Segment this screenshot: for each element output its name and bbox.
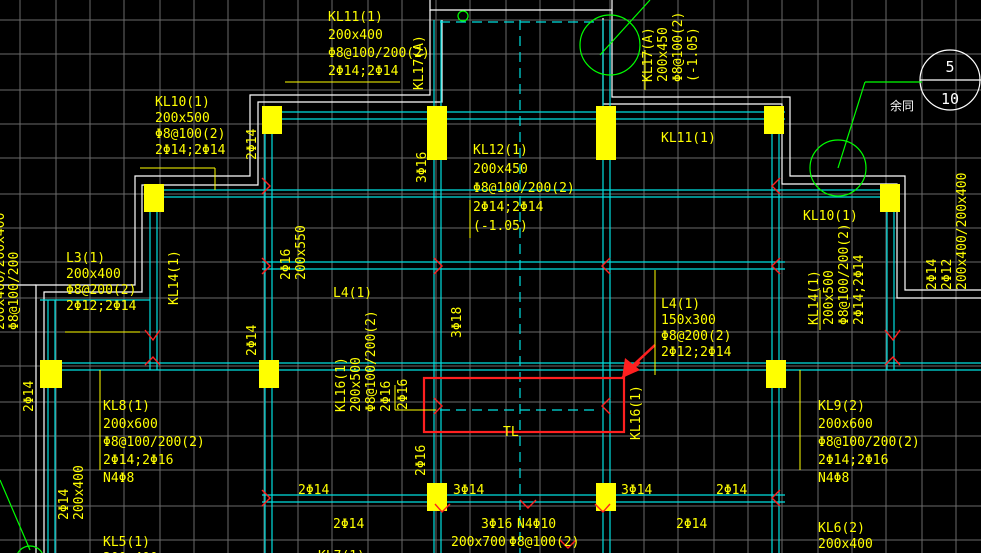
remark-text: 余同 <box>890 98 914 113</box>
vlabel-left-edge-line-0: 200x400/200x400 <box>0 213 8 330</box>
label-b5: 2Φ14 <box>333 517 364 532</box>
label-b1: 2Φ14 <box>298 483 329 498</box>
label-l3-line-3: 2Φ12;2Φ14 <box>66 299 137 314</box>
axis-number-top: 5 <box>945 58 954 76</box>
label-l4-left: L4(1) <box>333 286 372 301</box>
vlabel-t-2f16-550-line-1: 200x550 <box>294 225 309 280</box>
vlabel-kl17a-line-0: KL17(A) <box>412 35 427 90</box>
label-kl12-line-1: 200x450 <box>473 162 528 177</box>
vlabel-kl16-left-line-1: 200x500 <box>349 357 364 412</box>
label-kl11-top-line-3: 2Φ14;2Φ14 <box>328 64 399 79</box>
vlabel-t-2f14-left-line-0: 2Φ14 <box>22 381 37 412</box>
vlabel-t-2f16-a-line-0: 2Φ16 <box>414 445 429 476</box>
vlabel-kl16-left-line-2: Φ8@100/200(2) <box>364 310 379 412</box>
vlabel-kl17-right-line-1: 200x450 <box>656 27 671 82</box>
label-b10: Φ8@100(2) <box>509 535 579 550</box>
axis-circle-b <box>809 139 867 197</box>
label-kl12-line-2: Φ8@100/200(2) <box>473 181 575 196</box>
vlabel-kl17-right-line-3: (-1.05) <box>686 27 701 82</box>
support-marks <box>144 177 901 549</box>
columns <box>40 106 900 511</box>
vlabel-t-3f18-line-0: 3Φ18 <box>450 307 465 338</box>
label-l4-right-line-2: Φ8@200(2) <box>661 329 731 344</box>
label-tl: TL <box>503 425 519 440</box>
label-l3-line-1: 200x400 <box>66 267 121 282</box>
vlabel-right-edge-line-0: 2Φ14 <box>925 259 940 290</box>
highlight-box-tl[interactable] <box>422 376 626 434</box>
vlabel-right-edge-line-1: 2Φ12 <box>940 259 955 290</box>
label-kl8-line-3: 2Φ14;2Φ16 <box>103 453 173 468</box>
label-b7: N4Φ10 <box>517 517 556 532</box>
label-kl8-line-4: N4Φ8 <box>103 471 134 486</box>
label-b3: 3Φ14 <box>621 483 652 498</box>
label-kl9-line-4: N4Φ8 <box>818 471 849 486</box>
label-kl9-line-1: 200x600 <box>818 417 873 432</box>
label-kl12-line-3: 2Φ14;2Φ14 <box>473 200 544 215</box>
label-kl11-top-line-2: Φ8@100/200(2) <box>328 46 430 61</box>
vlabel-t-2f14-a-line-0: 2Φ14 <box>245 129 260 160</box>
label-l4-right-line-0: L4(1) <box>661 297 700 312</box>
label-b8: 2Φ14 <box>676 517 707 532</box>
label-kl5-line-1: 200x400 <box>103 551 158 553</box>
vlabel-kl14-right-line-0: KL14(1) <box>807 270 822 325</box>
label-kl8-line-2: Φ8@100/200(2) <box>103 435 205 450</box>
label-kl10-left-line-2: Φ8@100(2) <box>155 127 225 142</box>
axis-number-bottom: 10 <box>941 90 959 108</box>
vlabel-left-edge-line-1: Φ8@100/200 <box>7 252 22 330</box>
vlabel-kl16-left-line-3: 2Φ16 <box>379 381 394 412</box>
label-kl8-line-0: KL8(1) <box>103 399 150 414</box>
small-marker <box>457 10 469 22</box>
axis-circle-a <box>579 14 641 76</box>
label-kl9-line-0: KL9(2) <box>818 399 865 414</box>
label-kl8-line-1: 200x600 <box>103 417 158 432</box>
label-kl10-left-line-1: 200x500 <box>155 111 210 126</box>
label-kl6-line-0: KL6(2) <box>818 521 865 536</box>
label-kl6-line-1: 200x400 <box>818 537 873 552</box>
label-b4: 2Φ14 <box>716 483 747 498</box>
label-kl9-line-3: 2Φ14;2Φ16 <box>818 453 888 468</box>
vlabel-kl14-right-line-1: 200x500 <box>822 270 837 325</box>
vlabel-right-edge-line-2: 200x400/200x400 <box>955 173 970 290</box>
label-kl11-mid: KL11(1) <box>661 131 716 146</box>
label-l4-right-line-3: 2Φ12;2Φ14 <box>661 345 732 360</box>
label-l3-line-2: Φ8@200(2) <box>66 283 136 298</box>
label-kl12-line-0: KL12(1) <box>473 143 528 158</box>
label-kl11-top-line-1: 200x400 <box>328 28 383 43</box>
label-b9: 200x700 <box>451 535 506 550</box>
vlabel-kl17-right-line-0: KL17(A) <box>641 27 656 82</box>
vlabel-kl16-left-line-0: KL16(1) <box>334 357 349 412</box>
vlabel-t-3f16-a-line-0: 3Φ16 <box>415 152 430 183</box>
vlabel-kl14-left-line-0: KL14(1) <box>167 250 182 305</box>
label-b2: 3Φ14 <box>453 483 484 498</box>
label-kl10-left-line-3: 2Φ14;2Φ14 <box>155 143 226 158</box>
label-kl5-line-0: KL5(1) <box>103 535 150 550</box>
vlabel-kl14-right-line-2: Φ8@100/200(2) <box>837 223 852 325</box>
vlabel-t-2f14-kl5-line-1: 200x400 <box>72 465 87 520</box>
label-kl11-top-line-0: KL11(1) <box>328 10 383 25</box>
label-kl9-line-2: Φ8@100/200(2) <box>818 435 920 450</box>
vlabel-kl16-right-line-0: KL16(1) <box>629 385 644 440</box>
label-kl12-line-4: (-1.05) <box>473 219 528 234</box>
vlabel-kl17-right-line-2: Φ8@100(2) <box>671 12 686 82</box>
label-kl10-left-line-0: KL10(1) <box>155 95 210 110</box>
vlabel-t-2f16-550-line-0: 2Φ16 <box>279 249 294 280</box>
vlabel-kl14-right-line-3: 2Φ14;2Φ14 <box>852 254 867 325</box>
vlabel-t-2f14-kl5-line-0: 2Φ14 <box>57 489 72 520</box>
vlabel-t-2f14-b-line-0: 2Φ14 <box>245 325 260 356</box>
vlabel-t-2f16-b-line-0: 2Φ16 <box>396 379 411 410</box>
label-b6: 3Φ16 <box>481 517 512 532</box>
label-l3-line-0: L3(1) <box>66 251 105 266</box>
leader-lines <box>65 50 821 470</box>
label-b11: KL7(1) <box>318 549 365 553</box>
label-l4-right-line-1: 150x300 <box>661 313 716 328</box>
label-kl10-right: KL10(1) <box>803 209 858 224</box>
